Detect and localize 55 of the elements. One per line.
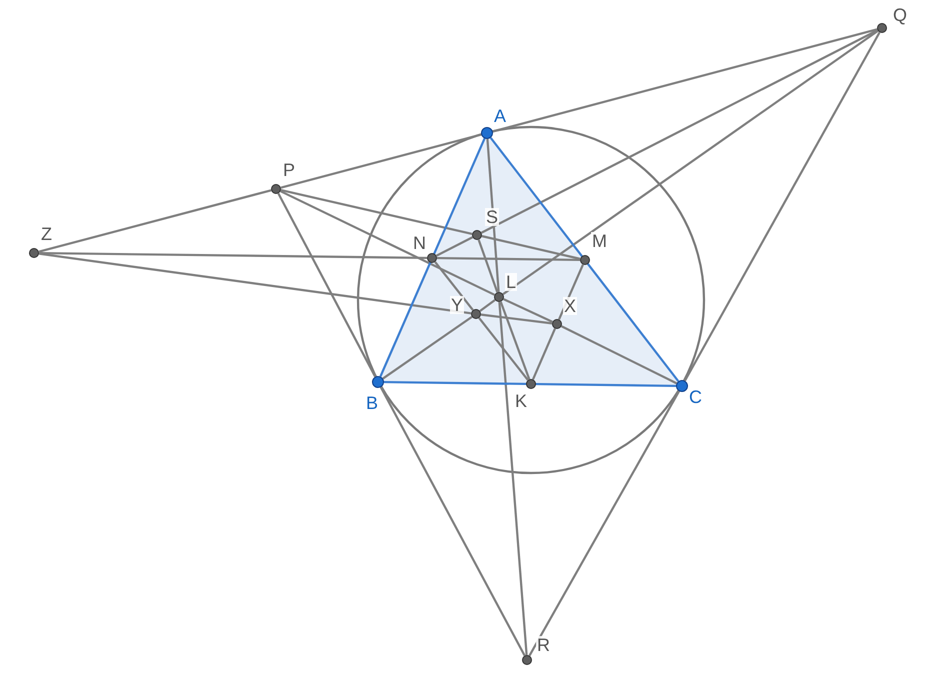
line-segment: [480, 314, 552, 324]
line-segment: [436, 256, 580, 262]
line-segment: [502, 30, 879, 296]
point-label: B: [365, 394, 380, 412]
line-segment: [382, 316, 473, 380]
line-segment: [479, 299, 496, 312]
point-label: S: [485, 208, 500, 226]
line-segment: [490, 137, 680, 382]
point: [481, 127, 493, 139]
point-label: Y: [450, 296, 464, 314]
point: [526, 379, 536, 389]
point: [676, 380, 688, 392]
line-segment: [684, 32, 881, 382]
line-segment: [498, 302, 528, 656]
point-label: X: [563, 297, 578, 315]
point-label: Q: [892, 6, 908, 24]
line-segment: [532, 328, 556, 380]
point-label: M: [591, 232, 608, 250]
line-segment: [558, 264, 584, 320]
line-segment: [436, 236, 474, 257]
point-label: P: [282, 161, 296, 179]
point-label: A: [493, 107, 508, 125]
line-segment: [384, 380, 676, 388]
line-segment: [503, 298, 553, 323]
line-segment: [486, 138, 500, 292]
point: [29, 248, 39, 258]
line-segment: [561, 325, 678, 384]
line-segment: [478, 317, 529, 381]
point: [522, 655, 532, 665]
point-label: N: [412, 234, 427, 252]
point-label: C: [688, 388, 703, 406]
line-segment: [480, 29, 878, 234]
line-segment: [280, 190, 495, 296]
line-segment: [528, 390, 680, 656]
point-label: K: [514, 392, 528, 410]
line-segment: [434, 261, 474, 311]
line-segment: [277, 192, 376, 378]
point-label: Z: [40, 225, 53, 243]
line-segment: [38, 252, 428, 260]
line-segment: [500, 301, 530, 380]
point-label: L: [505, 273, 518, 291]
point: [427, 253, 437, 263]
line-segment: [492, 28, 878, 133]
line-segment: [280, 189, 472, 235]
line-segment: [38, 189, 272, 253]
point: [372, 376, 384, 388]
line-segment: [478, 239, 498, 293]
point: [271, 184, 281, 194]
line-segment: [379, 138, 486, 377]
point-label: R: [536, 636, 551, 654]
line-segment: [280, 133, 482, 189]
line-segment: [380, 386, 526, 656]
point: [877, 23, 887, 33]
line-segment: [482, 235, 580, 260]
line-segment: [38, 252, 472, 314]
